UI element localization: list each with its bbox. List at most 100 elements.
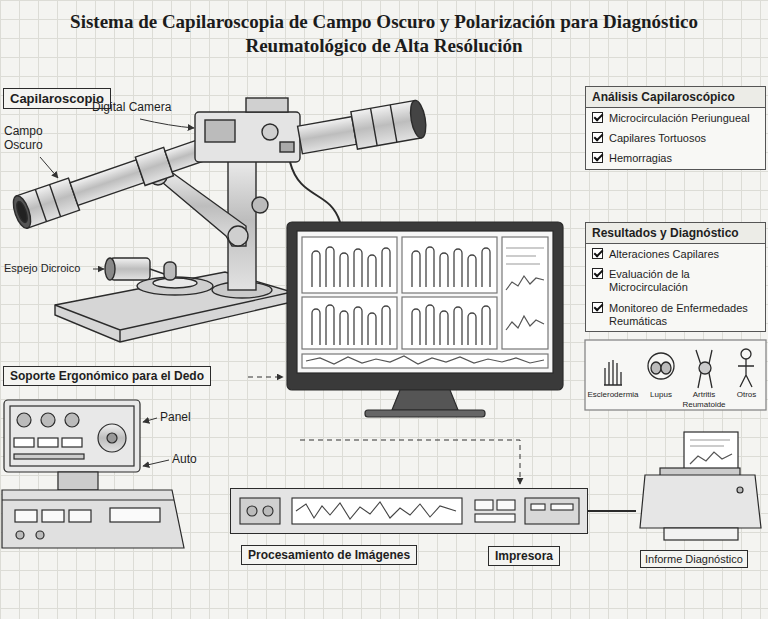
finger-pad-top xyxy=(153,278,197,288)
panel-housing xyxy=(4,400,140,472)
main-knob-center xyxy=(107,433,117,443)
checklist-text: Monitoreo de Enfermedades Reumáticas xyxy=(609,302,759,328)
checkbox-icon xyxy=(592,112,603,123)
printer-body xyxy=(640,475,761,528)
icon-caption: Esclerodermia xyxy=(585,390,641,400)
leader-line xyxy=(140,119,194,128)
label-holder: Espejo Dicroico xyxy=(4,262,80,275)
timeline-wave xyxy=(306,356,544,364)
button xyxy=(42,510,64,522)
mirror-face xyxy=(105,258,115,280)
paper xyxy=(684,432,738,472)
checklist-panel: Análisis CapilaroscópicoMicrocirculación… xyxy=(585,86,766,170)
checkbox-icon xyxy=(592,268,603,279)
checkbox-icon xyxy=(592,302,603,313)
section-tag: Soporte Ergonómico para el Dedo xyxy=(3,366,211,386)
lens xyxy=(15,200,30,223)
button xyxy=(14,438,34,447)
paper-lines xyxy=(690,440,730,446)
button xyxy=(69,510,91,522)
node-label: Capilaroscopio xyxy=(10,91,104,106)
printer xyxy=(640,432,761,540)
part-label: Campo Oscuro xyxy=(4,124,54,153)
image-panel xyxy=(302,297,397,349)
knob xyxy=(41,413,55,427)
leader-line xyxy=(143,460,169,466)
monitor-frame xyxy=(287,222,563,390)
paper-graph xyxy=(690,452,732,464)
panel-base xyxy=(2,490,184,548)
leader-lines xyxy=(40,119,520,484)
node-label: Procesamiento de Imágenes xyxy=(241,545,417,565)
label-holder: Esclerodermia xyxy=(585,390,641,400)
butterfly-rash xyxy=(661,362,671,374)
main-knob xyxy=(98,424,126,452)
diagram-title: Sistema de Capilaroscopia de Campo Oscur… xyxy=(20,10,748,58)
processing-unit-box: Procesamiento de Imágenes xyxy=(230,488,588,534)
unit-panel xyxy=(240,498,280,524)
monitor-stand xyxy=(392,390,458,410)
node-label: Informe Diagnóstico xyxy=(640,550,748,568)
camera-body xyxy=(195,112,300,162)
button xyxy=(497,500,515,510)
led xyxy=(16,531,24,539)
lens-rim xyxy=(10,194,34,231)
monitor-base xyxy=(365,410,485,417)
base-edge xyxy=(2,499,174,500)
monitor-screen xyxy=(297,231,553,373)
timeline-strip xyxy=(302,354,548,368)
icon-caption: Lupus xyxy=(641,390,681,400)
hand-icon xyxy=(604,360,622,385)
panel-heading: Análisis Capilaroscópico xyxy=(586,87,765,108)
tube-ring xyxy=(371,105,397,146)
checklist-item: Monitoreo de Enfermedades Reumáticas xyxy=(586,298,765,331)
checklist-item: Alteraciones Capilares xyxy=(586,244,765,264)
tube xyxy=(298,117,357,154)
label-holder: Otros xyxy=(727,390,766,400)
camera-tube xyxy=(297,99,429,158)
tube-ring xyxy=(35,185,60,222)
image-panel xyxy=(402,237,497,293)
panel-heading: Resultados y Diagnóstico xyxy=(586,223,765,244)
panel-face xyxy=(10,406,134,466)
button xyxy=(62,438,82,447)
part-label: Auto xyxy=(172,452,197,466)
mirror-knob xyxy=(164,262,176,280)
checklist-item: Evaluación de la Microcirculación xyxy=(586,264,765,297)
unit-display xyxy=(292,498,462,524)
joint-icon xyxy=(696,350,712,388)
lens-rim xyxy=(408,99,428,139)
label-holder: Panel xyxy=(160,410,191,424)
finger-pad xyxy=(137,277,213,295)
person-icon xyxy=(741,349,751,359)
unit-knob xyxy=(247,506,257,516)
icon-caption: Artritis Reumatoide xyxy=(681,390,727,409)
leader-line xyxy=(93,269,104,270)
checklist-text: Microcirculación Periungueal xyxy=(609,112,750,125)
capillary-loops xyxy=(312,247,390,287)
leader-line xyxy=(40,157,58,178)
led xyxy=(36,531,44,539)
camera-port xyxy=(280,142,294,152)
screen-graph xyxy=(506,276,544,290)
base-edge xyxy=(55,292,292,342)
button xyxy=(475,500,493,510)
checklist-text: Hemorragias xyxy=(609,152,672,165)
section-tag: Impresora xyxy=(488,546,560,566)
camera-top xyxy=(246,98,288,112)
unit-wave xyxy=(296,502,456,519)
face-icon xyxy=(648,353,674,379)
label-holder: Artritis Reumatoide xyxy=(681,390,727,409)
butterfly-rash xyxy=(651,362,661,374)
paper-tray xyxy=(664,528,738,540)
camera-dial xyxy=(262,124,278,140)
icon-frame xyxy=(585,340,766,410)
checklist-text: Alteraciones Capilares xyxy=(609,248,719,261)
button xyxy=(551,504,573,510)
dashed-arrow xyxy=(248,377,283,378)
button xyxy=(475,514,515,522)
checklist-item: Microcirculación Periungueal xyxy=(586,108,765,128)
checkbox-icon xyxy=(592,248,603,259)
slider xyxy=(14,454,84,459)
capillary-loops xyxy=(312,305,390,345)
